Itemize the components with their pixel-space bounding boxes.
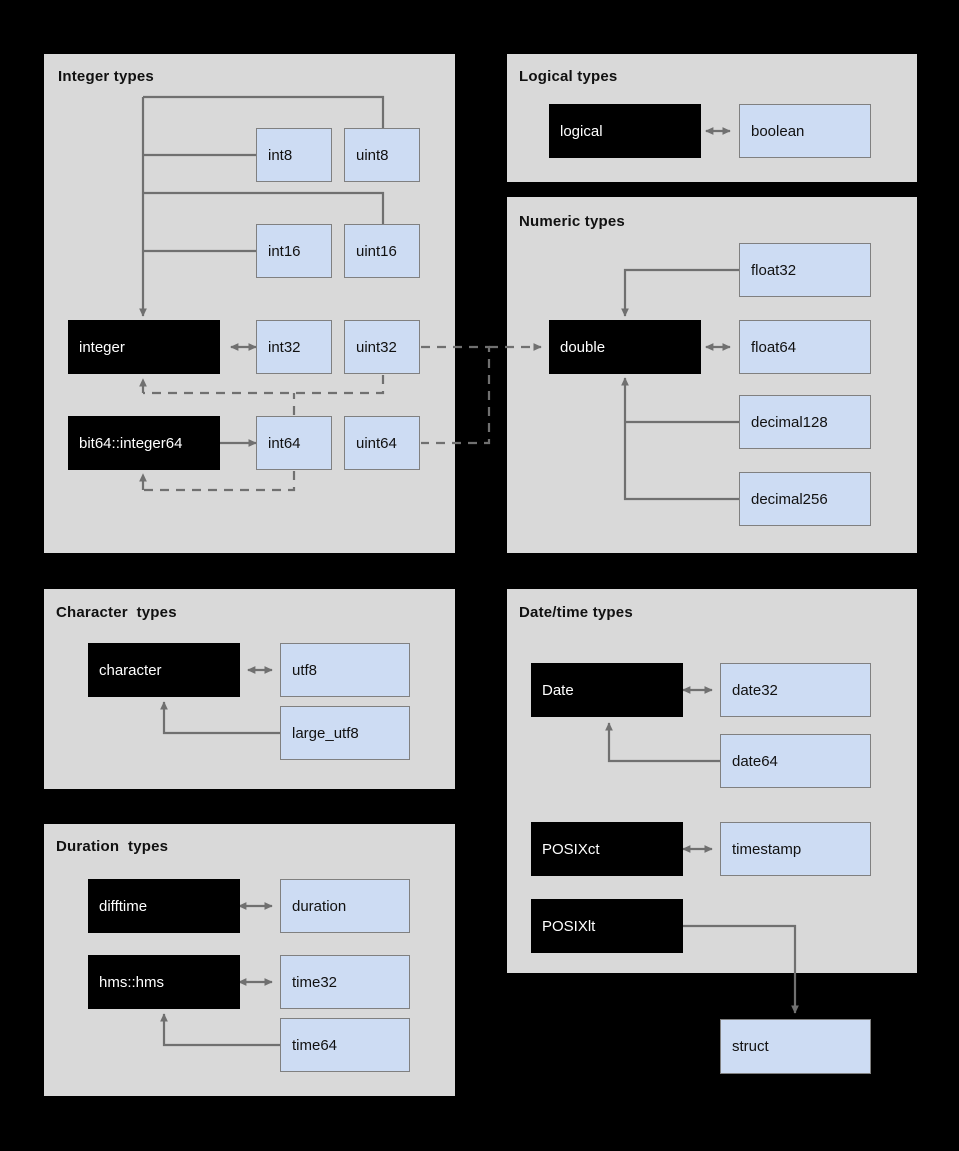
- node-label: int64: [268, 434, 301, 452]
- node-label: boolean: [751, 122, 805, 140]
- node-label: Date: [542, 681, 574, 699]
- node-label: decimal128: [751, 413, 828, 431]
- node-label: integer: [79, 338, 125, 356]
- node-label: int16: [268, 242, 301, 260]
- node-label: int8: [268, 146, 293, 164]
- node-timestamp[interactable]: timestamp: [720, 822, 871, 876]
- panel-title-character: Character types: [56, 604, 177, 621]
- node-label: float32: [751, 261, 797, 279]
- node-time64[interactable]: time64: [280, 1018, 410, 1072]
- node-label: double: [560, 338, 606, 356]
- node-label: hms::hms: [99, 973, 165, 991]
- node-uint32[interactable]: uint32: [344, 320, 420, 374]
- node-label: timestamp: [732, 840, 802, 858]
- node-int8[interactable]: int8: [256, 128, 332, 182]
- node-utf8[interactable]: utf8: [280, 643, 410, 697]
- node-character[interactable]: character: [88, 643, 240, 697]
- node-double[interactable]: double: [549, 320, 701, 374]
- node-decimal256[interactable]: decimal256: [739, 472, 871, 526]
- node-label: int32: [268, 338, 301, 356]
- node-label: uint8: [356, 146, 389, 164]
- node-posixct[interactable]: POSIXct: [531, 822, 683, 876]
- node-label: bit64::integer64: [79, 434, 183, 452]
- node-date[interactable]: Date: [531, 663, 683, 717]
- panel-title-integer: Integer types: [58, 68, 154, 85]
- node-label: POSIXct: [542, 840, 600, 858]
- node-large-utf8[interactable]: large_utf8: [280, 706, 410, 760]
- node-boolean[interactable]: boolean: [739, 104, 871, 158]
- node-label: logical: [560, 122, 603, 140]
- node-int16[interactable]: int16: [256, 224, 332, 278]
- node-label: duration: [292, 897, 347, 915]
- node-label: uint32: [356, 338, 397, 356]
- node-label: character: [99, 661, 162, 679]
- node-label: utf8: [292, 661, 318, 679]
- node-hms[interactable]: hms::hms: [88, 955, 240, 1009]
- node-label: date64: [732, 752, 778, 770]
- node-posixlt[interactable]: POSIXlt: [531, 899, 683, 953]
- node-duration[interactable]: duration: [280, 879, 410, 933]
- node-difftime[interactable]: difftime: [88, 879, 240, 933]
- node-label: difftime: [99, 897, 148, 915]
- panel-title-numeric: Numeric types: [519, 213, 625, 230]
- panel-title-logical: Logical types: [519, 68, 618, 85]
- node-label: uint64: [356, 434, 397, 452]
- node-int32[interactable]: int32: [256, 320, 332, 374]
- node-uint64[interactable]: uint64: [344, 416, 420, 470]
- node-time32[interactable]: time32: [280, 955, 410, 1009]
- node-label: large_utf8: [292, 724, 359, 742]
- panel-title-datetime: Date/time types: [519, 604, 633, 621]
- node-label: uint16: [356, 242, 397, 260]
- node-label: float64: [751, 338, 797, 356]
- node-float64[interactable]: float64: [739, 320, 871, 374]
- node-label: time32: [292, 973, 338, 991]
- node-integer64[interactable]: bit64::integer64: [68, 416, 220, 470]
- node-logical[interactable]: logical: [549, 104, 701, 158]
- node-date32[interactable]: date32: [720, 663, 871, 717]
- node-label: struct: [732, 1038, 769, 1055]
- panel-title-duration: Duration types: [56, 838, 169, 855]
- node-integer[interactable]: integer: [68, 320, 220, 374]
- node-decimal128[interactable]: decimal128: [739, 395, 871, 449]
- node-struct[interactable]: struct: [720, 1019, 871, 1074]
- node-uint16[interactable]: uint16: [344, 224, 420, 278]
- node-label: time64: [292, 1036, 338, 1054]
- node-date64[interactable]: date64: [720, 734, 871, 788]
- node-label: POSIXlt: [542, 917, 596, 935]
- node-int64[interactable]: int64: [256, 416, 332, 470]
- node-uint8[interactable]: uint8: [344, 128, 420, 182]
- node-label: date32: [732, 681, 778, 699]
- node-label: decimal256: [751, 490, 828, 508]
- node-float32[interactable]: float32: [739, 243, 871, 297]
